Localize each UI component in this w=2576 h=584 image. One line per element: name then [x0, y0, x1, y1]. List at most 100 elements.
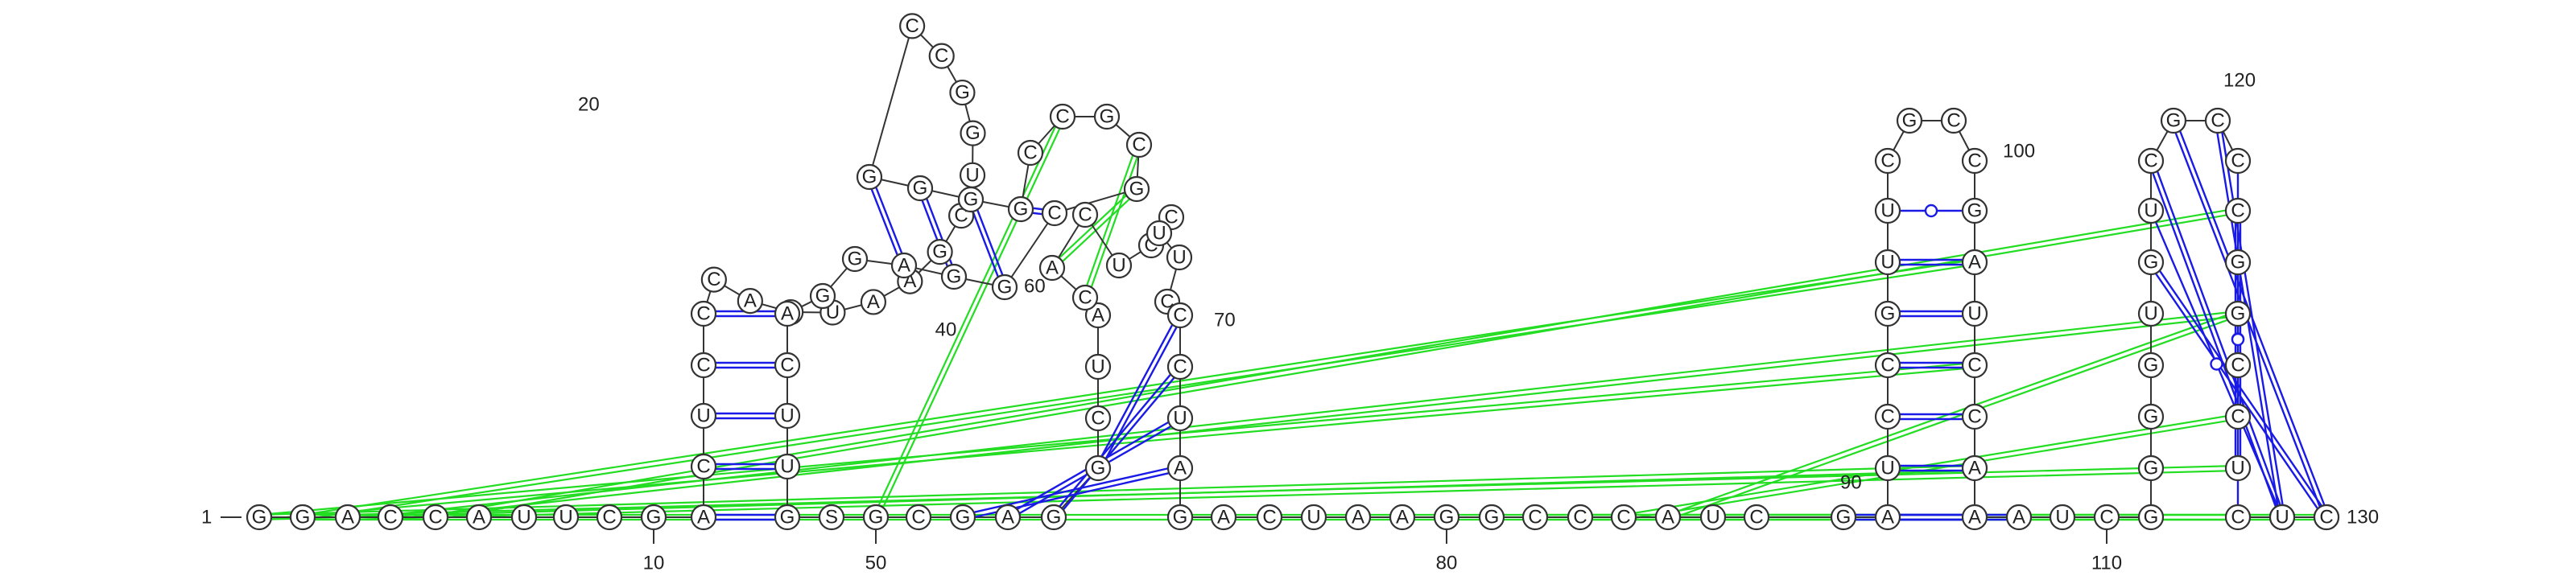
nucleotide-letter: U — [1967, 303, 1981, 325]
nucleotide-circle — [1874, 249, 1901, 276]
base-pair-line — [1033, 207, 1043, 211]
nucleotide-58: A — [1084, 302, 1112, 329]
nucleotide-80: C — [1521, 504, 1549, 531]
base-pair-line — [1032, 212, 1042, 216]
nucleotide-circle — [1874, 504, 1901, 531]
index-label-80: 80 — [1436, 553, 1458, 574]
nucleotide-letter: A — [744, 290, 757, 312]
nucleotide-17: A — [737, 288, 763, 315]
nucleotide-8: U — [552, 504, 580, 531]
nucleotide-29: G — [856, 163, 883, 191]
nucleotide-15: C — [690, 300, 717, 327]
nucleotide-letter: U — [1880, 458, 1894, 479]
base-pair-line — [1063, 376, 1175, 511]
index-label-70: 70 — [1214, 310, 1236, 331]
pseudoknot-line — [348, 469, 2239, 521]
nucleotide-130: C — [2313, 504, 2340, 531]
nucleotide-letter: C — [1078, 287, 1092, 309]
nucleotide-32: G — [1007, 195, 1034, 223]
nucleotide-letter: A — [1968, 507, 1981, 528]
nucleotide-70: U — [1166, 405, 1194, 432]
nucleotide-letter: C — [911, 507, 925, 528]
nucleotide-circle — [2224, 249, 2252, 276]
nucleotide-20: A — [860, 289, 887, 315]
nucleotide-letter: U — [2144, 200, 2157, 222]
nucleotide-letter: G — [2166, 110, 2182, 132]
nucleotide-letter: C — [2231, 355, 2244, 376]
base-pair-line — [972, 211, 999, 278]
nucleotide-letter: C — [905, 15, 919, 37]
nucleotide-circle — [841, 245, 869, 273]
nucleotide-letter: U — [696, 405, 710, 427]
nucleotide-105: A — [2005, 504, 2033, 531]
nucleotide-74: C — [1256, 504, 1283, 531]
nucleotide-circle — [890, 252, 918, 279]
nucleotide-circle — [1874, 403, 1901, 430]
nucleotide-76: A — [1344, 504, 1372, 531]
nucleotide-letter: C — [1262, 507, 1276, 528]
nucleotide-letter: C — [1528, 507, 1542, 528]
nucleotide-circle — [465, 504, 493, 531]
pseudoknot-line — [390, 315, 2239, 521]
nucleotide-circle — [1567, 504, 1594, 531]
nucleotide-38: C — [1041, 199, 1068, 227]
nucleotide-circle — [690, 300, 717, 327]
nucleotide-circle — [1961, 403, 1988, 430]
index-label-100: 100 — [2003, 141, 2035, 162]
nucleotide-letter: U — [1706, 507, 1719, 528]
nucleotide-letter: C — [2231, 507, 2244, 528]
nucleotide-circle — [2204, 107, 2231, 134]
nucleotide-circle — [1256, 504, 1283, 531]
nucleotide-circle — [860, 289, 887, 315]
nucleotide-circle — [1961, 504, 1988, 531]
nucleotide-11: A — [690, 504, 717, 531]
nucleotide-letter: C — [2099, 507, 2113, 528]
nucleotide-letter: G — [252, 507, 267, 528]
backbone-segment — [1054, 188, 1137, 214]
nucleotide-letter: A — [341, 507, 354, 528]
nucleotide-24: U — [959, 162, 986, 188]
nucleotide-circle — [2224, 403, 2252, 430]
nucleotide-95: G — [1896, 107, 1923, 134]
backbone-segment — [869, 26, 914, 178]
nucleotide-letter: S — [825, 507, 838, 528]
nucleotide-circle — [927, 239, 953, 265]
nucleotide-letter: G — [815, 286, 831, 307]
index-label-10: 10 — [643, 553, 665, 574]
nucleotide-circle — [2137, 403, 2165, 430]
nucleotide-117: C — [2204, 107, 2231, 134]
nucleotide-circle — [1007, 195, 1034, 223]
nucleotide-circle — [1961, 352, 1988, 379]
nucleotide-letter: C — [1880, 355, 1894, 376]
nucleotide-circle — [1038, 254, 1066, 282]
nucleotide-57: U — [1084, 353, 1112, 380]
nucleotide-letter: U — [1172, 247, 1186, 269]
nucleotide-letter: G — [1836, 507, 1852, 528]
nucleotide-94: C — [1874, 147, 1901, 175]
nucleotide-letter: A — [1046, 257, 1059, 279]
nucleotide-92: U — [1874, 249, 1901, 276]
nucleotide-107: C — [2093, 504, 2120, 531]
nucleotide-61: C — [1071, 201, 1099, 228]
nucleotide-letter: C — [1946, 110, 1960, 132]
wobble-pair-marker — [2210, 357, 2223, 371]
nucleotide-letter: C — [2231, 200, 2244, 222]
nucleotide-circle — [960, 120, 986, 146]
nucleotide-letter: G — [1902, 110, 1918, 132]
nucleotide-circle — [1071, 284, 1099, 311]
nucleotide-circle — [2137, 352, 2165, 379]
pseudoknot-line — [1086, 145, 1142, 299]
wobble-pair-marker — [2231, 332, 2245, 347]
nucleotide-circle — [774, 352, 801, 379]
nucleotide-letter: G — [646, 507, 662, 528]
nucleotide-89: C — [1874, 403, 1901, 430]
nucleotide-106: U — [2049, 504, 2076, 531]
nucleotide-circle — [1874, 197, 1901, 224]
nucleotide-circle — [928, 43, 955, 69]
nucleotide-circle — [1049, 103, 1076, 130]
nucleotide-99: A — [1961, 249, 1988, 276]
nucleotide-letter: G — [862, 167, 877, 188]
nucleotide-letter: G — [1484, 507, 1500, 528]
nucleotide-27: C — [928, 43, 955, 69]
nucleotide-47: U — [774, 453, 801, 480]
